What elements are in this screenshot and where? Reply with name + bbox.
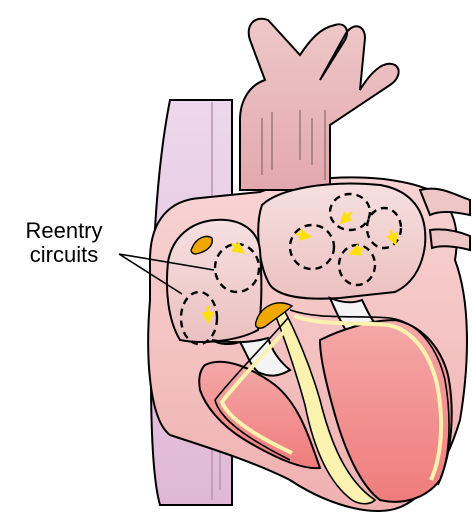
callout-label-line2: circuits xyxy=(0,243,128,267)
callout-label-line1: Reentry xyxy=(0,219,128,243)
pulmonary-veins xyxy=(420,189,470,215)
left-atrium xyxy=(258,184,425,299)
great-vessels xyxy=(240,19,399,190)
